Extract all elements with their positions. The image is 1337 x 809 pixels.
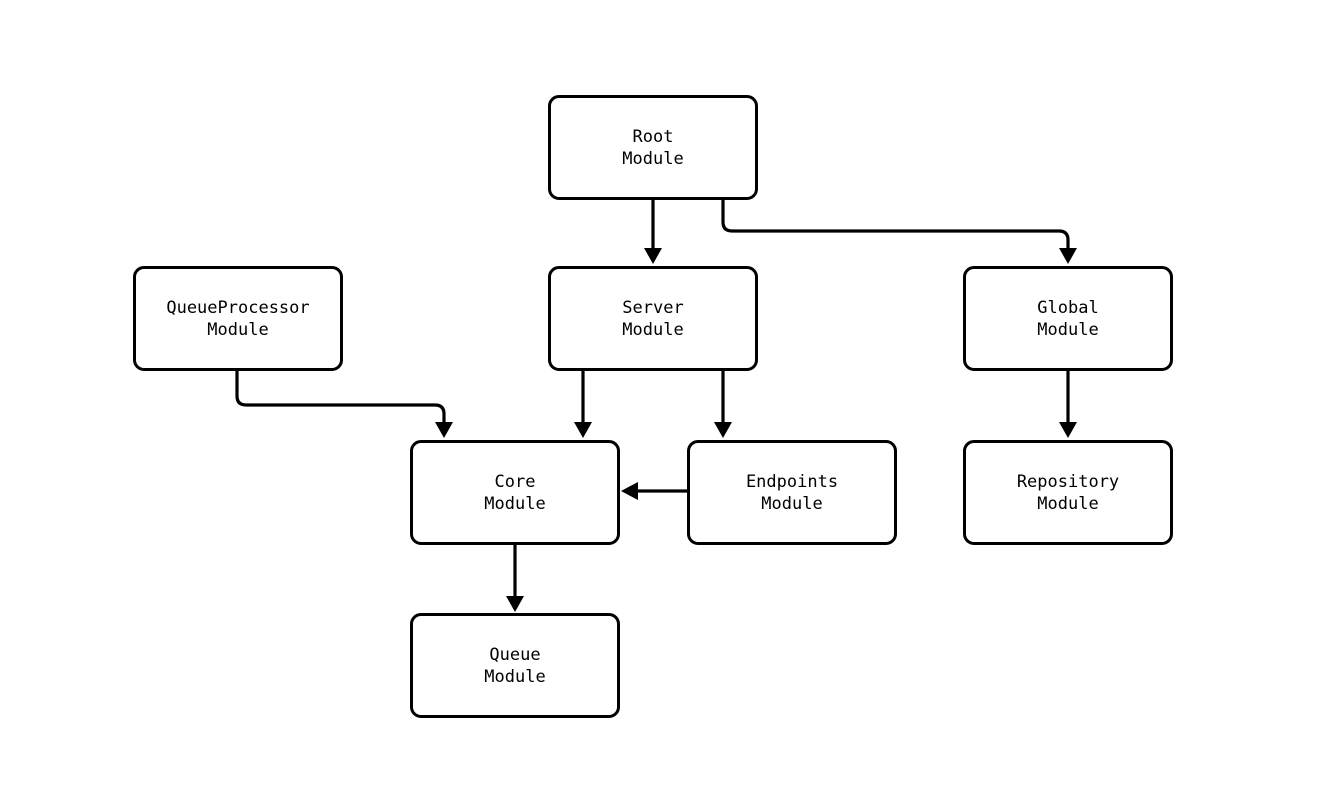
- edge-server-to-endpoints: [714, 371, 732, 438]
- node-server-module-line1: Server: [622, 297, 684, 318]
- node-server-module[interactable]: Server Module: [548, 266, 758, 371]
- edge-endpoints-to-core: [621, 482, 687, 500]
- node-root-module[interactable]: Root Module: [548, 95, 758, 200]
- edge-global-to-repository: [1059, 371, 1077, 438]
- node-endpoints-module-line1: Endpoints: [745, 471, 839, 492]
- edge-root-to-global: [721, 200, 1077, 264]
- node-global-module[interactable]: Global Module: [963, 266, 1173, 371]
- node-global-module-line1: Global: [1037, 297, 1099, 318]
- node-queueprocessor-module-line2: Module: [207, 319, 269, 340]
- edge-root-to-server: [644, 200, 662, 264]
- node-queue-module[interactable]: Queue Module: [410, 613, 620, 718]
- edge-queueprocessor-to-core: [235, 371, 453, 438]
- edge-server-to-core: [574, 371, 592, 438]
- node-server-module-line2: Module: [622, 319, 684, 340]
- node-core-module-line2: Module: [484, 493, 546, 514]
- node-root-module-line1: Root: [632, 126, 674, 147]
- node-repository-module-line2: Module: [1037, 493, 1099, 514]
- node-core-module[interactable]: Core Module: [410, 440, 620, 545]
- node-queueprocessor-module-line1: QueueProcessor: [166, 297, 310, 318]
- node-queue-module-line2: Module: [484, 666, 546, 687]
- edge-core-to-queue: [506, 545, 524, 612]
- node-repository-module[interactable]: Repository Module: [963, 440, 1173, 545]
- node-repository-module-line1: Repository: [1016, 471, 1120, 492]
- node-global-module-line2: Module: [1037, 319, 1099, 340]
- node-root-module-line2: Module: [622, 148, 684, 169]
- node-endpoints-module[interactable]: Endpoints Module: [687, 440, 897, 545]
- node-endpoints-module-line2: Module: [761, 493, 823, 514]
- node-core-module-line1: Core: [494, 471, 536, 492]
- node-queue-module-line1: Queue: [489, 644, 541, 665]
- node-queueprocessor-module[interactable]: QueueProcessor Module: [133, 266, 343, 371]
